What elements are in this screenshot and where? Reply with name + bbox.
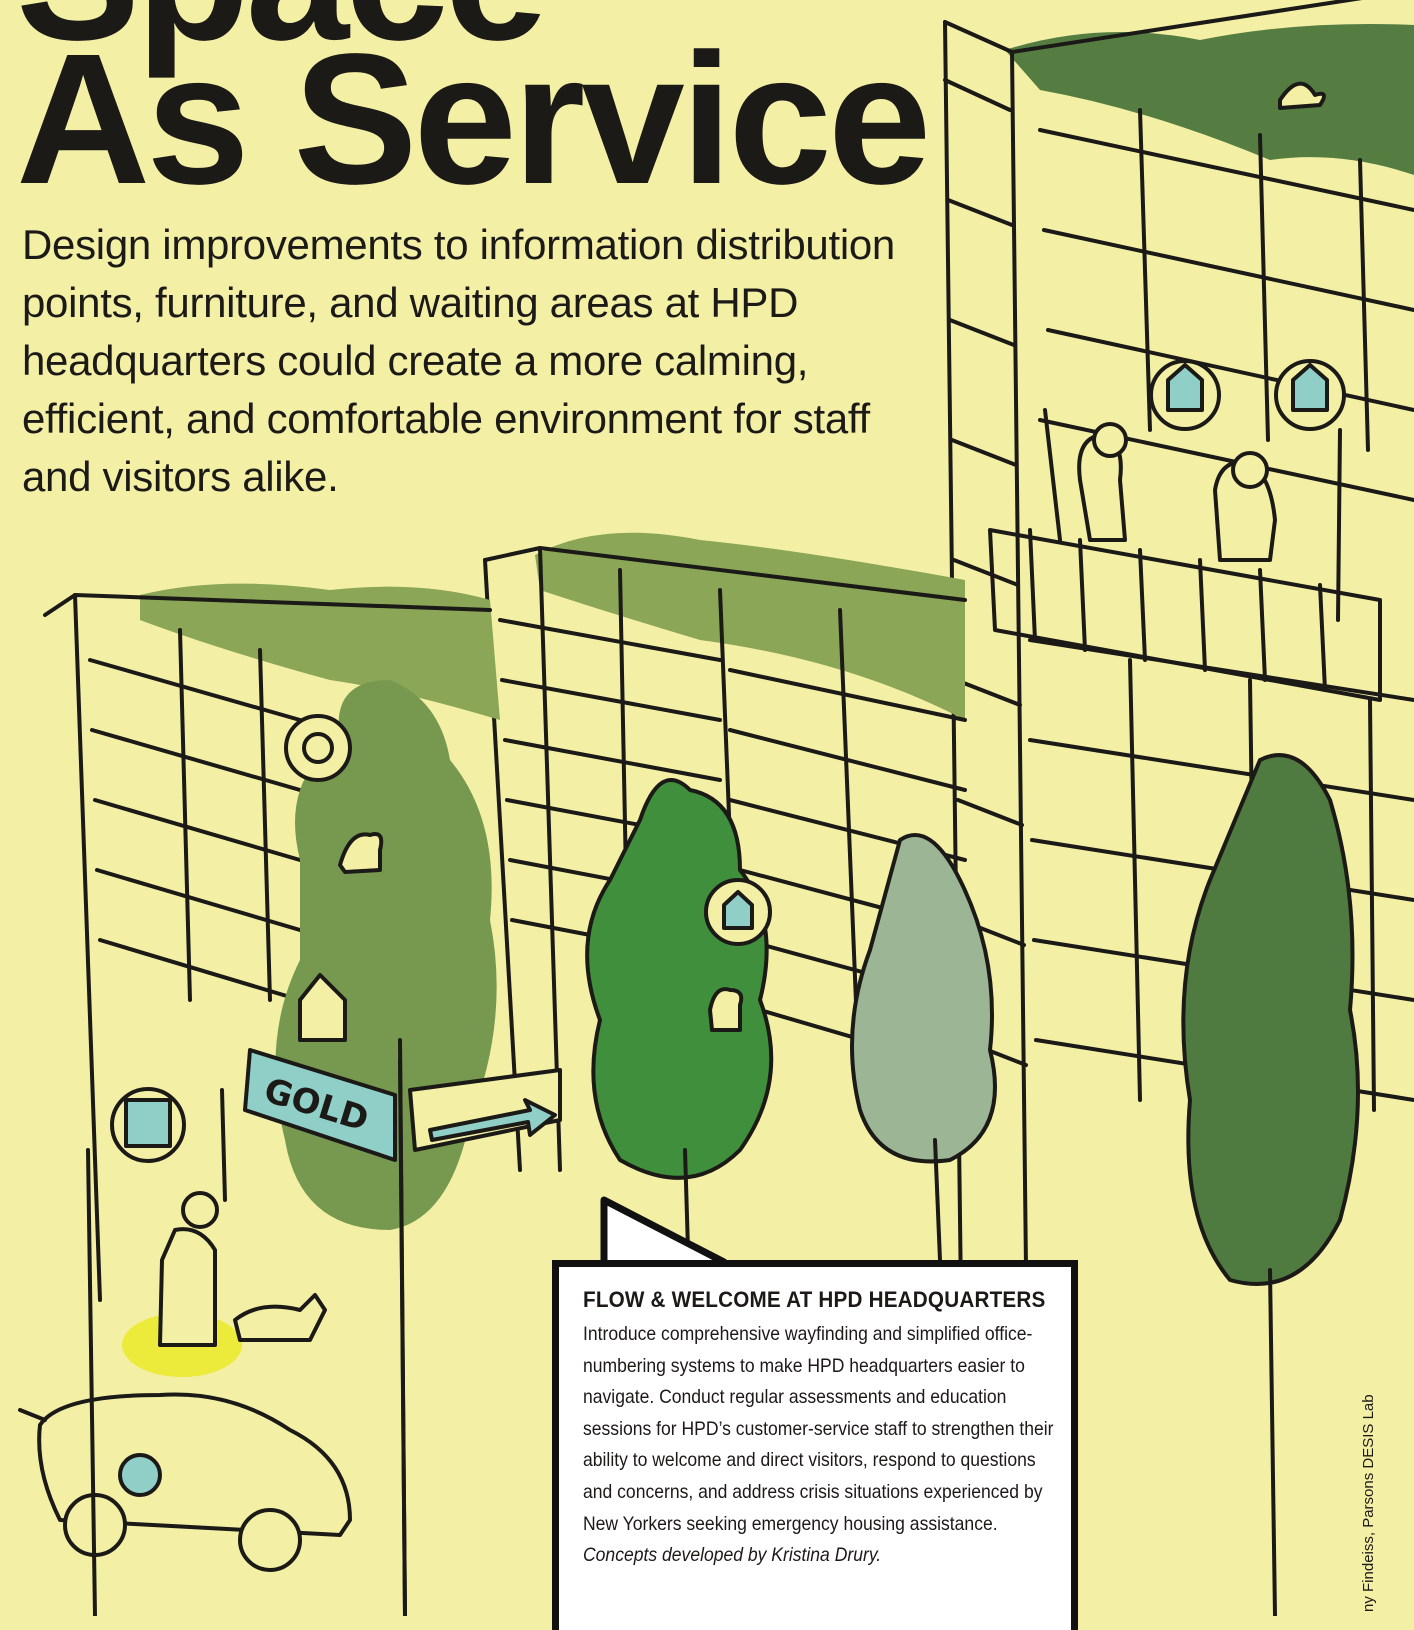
tree-dark-right (1181, 753, 1360, 1616)
dog-icon (233, 1293, 327, 1342)
image-credit: ny Findeiss, Parsons DESIS Lab (1360, 1394, 1377, 1612)
tree-pale (850, 833, 997, 1262)
tree-bright (585, 778, 774, 1252)
callout-heading: FLOW & WELCOME AT HPD HEADQUARTERS (583, 1287, 1046, 1312)
title-line-2: As Service (16, 16, 931, 223)
car-icon (18, 1392, 352, 1572)
callout-tail (600, 1196, 728, 1266)
bird-icon (338, 832, 384, 874)
lede-paragraph: Design improvements to information distr… (22, 221, 895, 500)
callout-body-text: Introduce comprehensive wayfinding and s… (583, 1323, 1054, 1535)
bird-icon-2 (708, 987, 744, 1032)
callout-body: Introduce comprehensive wayfinding and s… (583, 1319, 1060, 1572)
house-bubble-icon (704, 878, 772, 946)
clock-bubble-icon (284, 714, 352, 782)
street-sign-icon (243, 1038, 562, 1616)
house-icon (298, 973, 347, 1042)
person-walking-dog (158, 1191, 327, 1347)
callout-box: FLOW & WELCOME AT HPD HEADQUARTERS Intro… (552, 1260, 1078, 1630)
page-title: Space As Service (16, 0, 931, 223)
callout-credit-note: Concepts developed by Kristina Drury. (583, 1544, 882, 1567)
calendar-bubble-icon (110, 1087, 186, 1163)
left-building (43, 583, 500, 1302)
